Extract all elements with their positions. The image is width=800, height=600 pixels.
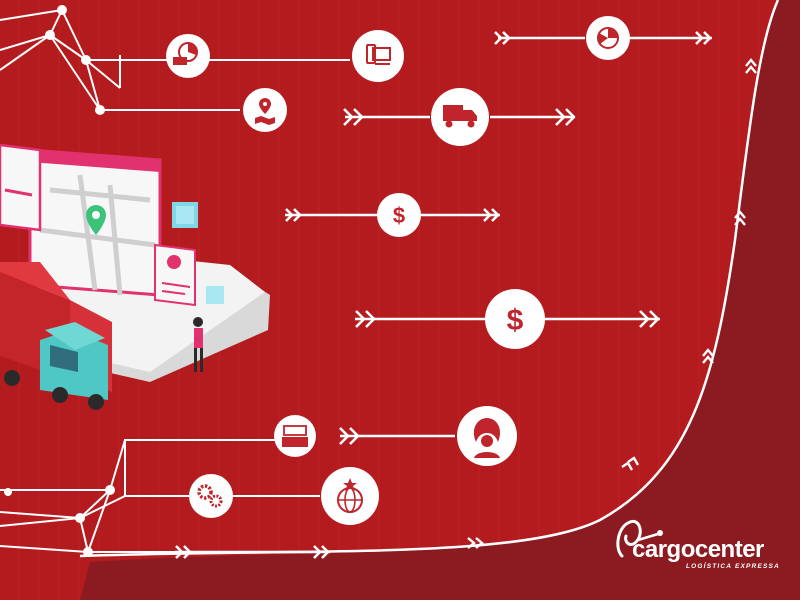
brand-tagline: LOGÍSTICA EXPRESSA (686, 563, 780, 570)
network-bottom (0, 439, 320, 553)
delivery-truck-icon (431, 88, 489, 146)
gears-icon (189, 474, 233, 518)
truck-illustration (0, 262, 112, 410)
svg-text:$: $ (507, 304, 524, 337)
cargocenter-logo-mark (616, 519, 663, 558)
cash-register-icon (274, 415, 316, 457)
devices-icon (352, 30, 404, 82)
svg-text:$: $ (393, 203, 405, 228)
network-top-nodes (45, 5, 105, 115)
dark-curve-panel (80, 0, 800, 600)
dollar-icon-large: $ (485, 289, 545, 349)
curved-flow-line (79, 0, 780, 558)
map-pin-icon (243, 88, 287, 132)
curve-chevrons (467, 58, 757, 549)
dollar-icon-small: $ (377, 193, 421, 237)
brand-name: cargocenter (632, 536, 764, 563)
support-agent-icon (457, 406, 517, 466)
pie-chart-truck-icon (166, 34, 210, 78)
flow-chevrons (175, 31, 712, 559)
globe-star-icon (321, 467, 379, 525)
pie-chart-icon (586, 16, 630, 60)
network-bottom-nodes (4, 485, 115, 557)
